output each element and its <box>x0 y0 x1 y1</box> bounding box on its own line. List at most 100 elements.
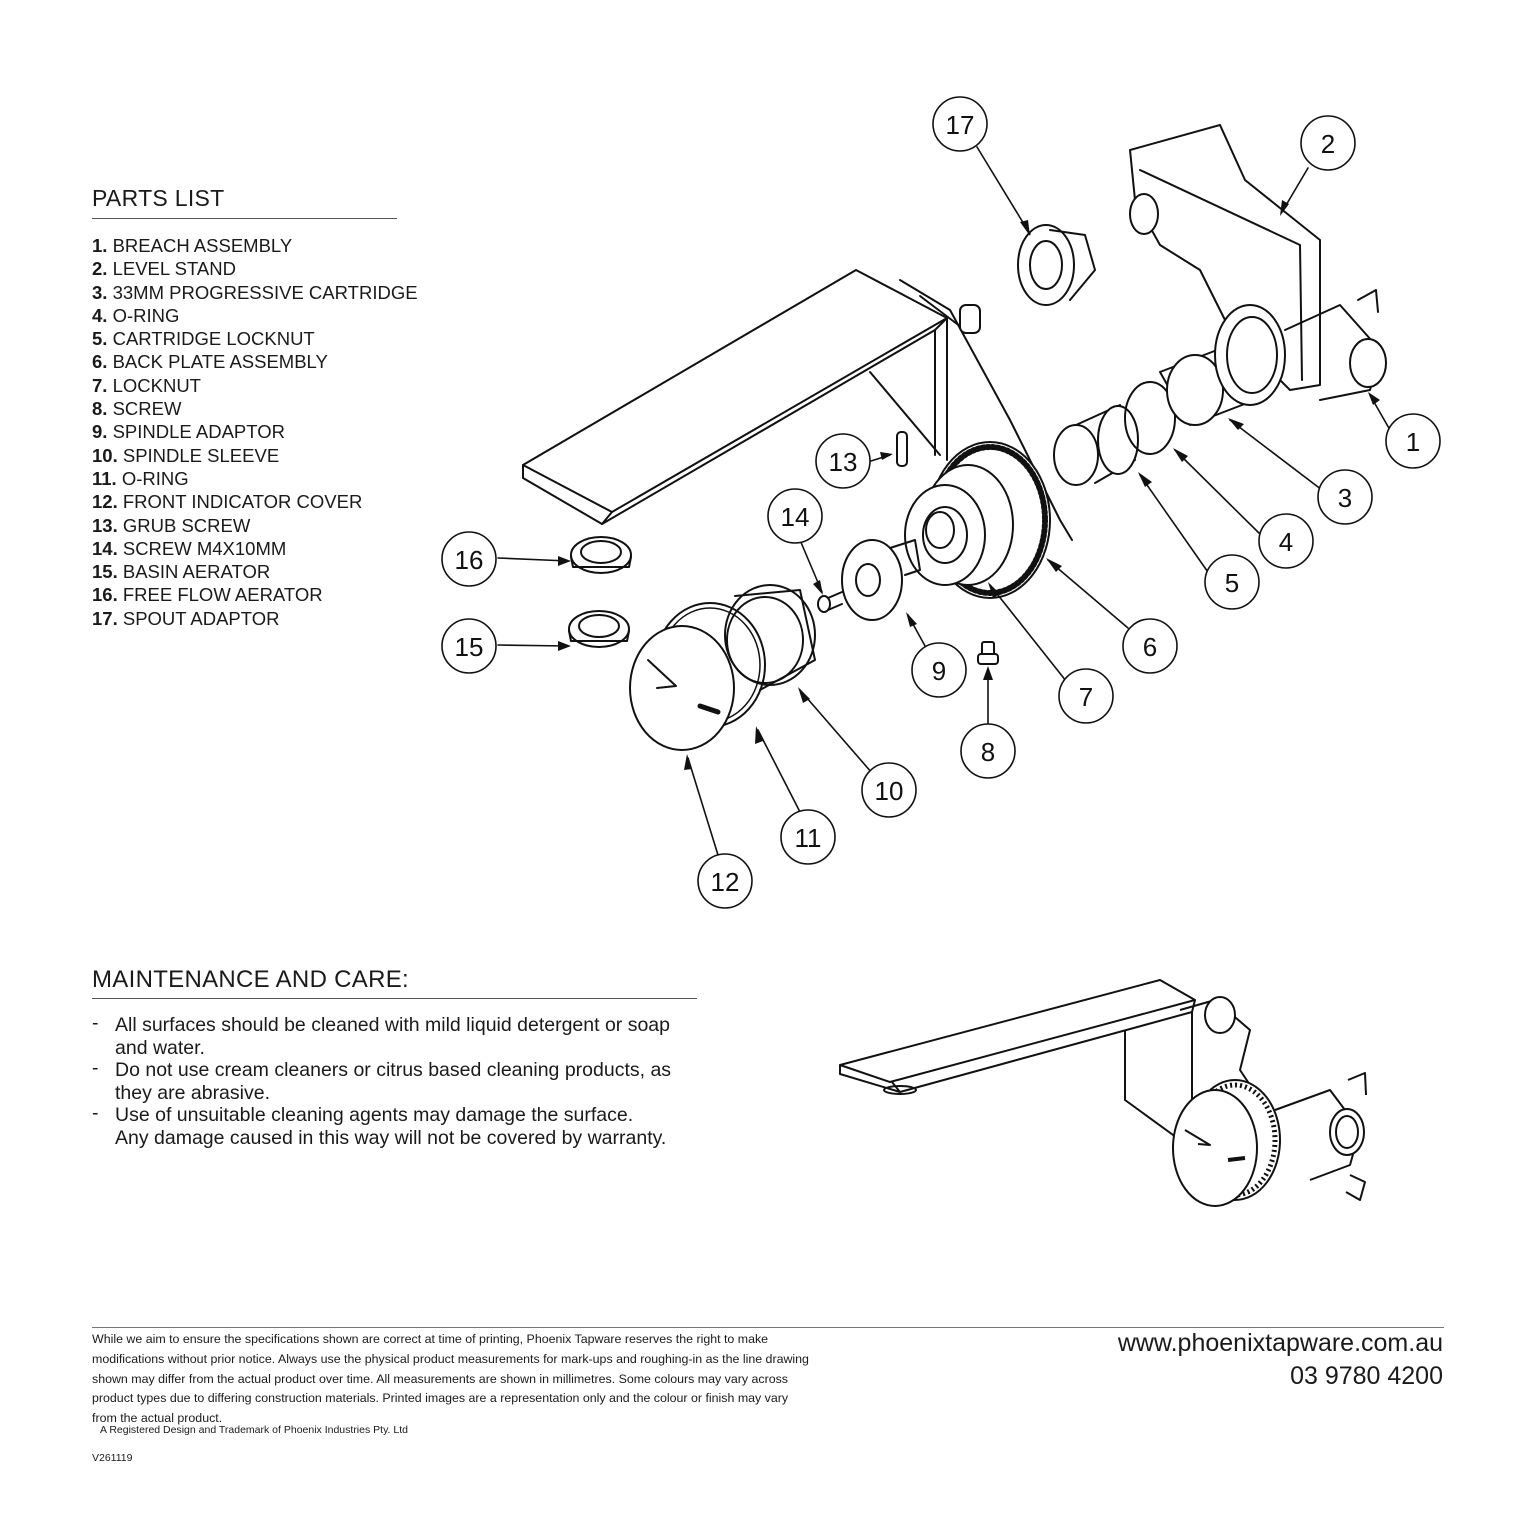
parts-list-item: 15. BASIN AERATOR <box>92 560 418 583</box>
phone-number: 03 9780 4200 <box>1290 1362 1443 1390</box>
parts-list-item-name: CARTRIDGE LOCKNUT <box>112 328 315 350</box>
parts-list-item: 5. CARTRIDGE LOCKNUT <box>92 327 418 350</box>
parts-list-item-name: FREE FLOW AERATOR <box>122 584 323 606</box>
parts-list-item-name: BASIN AERATOR <box>122 561 271 583</box>
parts-list-item: 8. SCREW <box>92 397 418 420</box>
parts-list-item-number: 10. <box>92 444 118 466</box>
callout-15: 15 <box>455 632 484 662</box>
parts-list-item-number: 8. <box>92 398 108 420</box>
parts-list-item: 4. O-RING <box>92 304 418 327</box>
parts-list-item-name: SPOUT ADAPTOR <box>122 607 280 629</box>
parts-list-item-name: BACK PLATE ASSEMBLY <box>112 351 328 373</box>
callout-circles <box>441 96 1441 909</box>
footer-rule <box>92 1327 1444 1328</box>
parts-list-item-name: O-RING <box>121 467 189 489</box>
locknut-drawing <box>904 484 986 586</box>
parts-list-item-name: SPINDLE ADAPTOR <box>112 421 285 443</box>
parts-list-item-number: 2. <box>92 258 108 280</box>
callout-14: 14 <box>781 502 810 532</box>
parts-list-item: 6. BACK PLATE ASSEMBLY <box>92 350 418 373</box>
callout-11: 11 <box>795 823 822 853</box>
website-link[interactable]: www.phoenixtapware.com.au <box>1117 1329 1443 1357</box>
breach-assembly-drawing <box>1214 289 1387 406</box>
parts-list-item-name: GRUB SCREW <box>122 514 251 536</box>
exploded-diagram: 1 2 3 4 5 6 7 8 9 10 11 12 13 14 15 16 1… <box>441 96 1441 909</box>
maintenance-item-line: All surfaces should be cleaned with mild… <box>115 1014 670 1036</box>
maintenance-item-line: Any damage caused in this way will not b… <box>115 1126 667 1149</box>
parts-list-item-number: 13. <box>92 514 118 536</box>
maintenance-rule <box>92 998 697 999</box>
maintenance-item: Do not use cream cleaners or citrus base… <box>92 1057 712 1104</box>
maintenance-item-line: Do not use cream cleaners or citrus base… <box>115 1059 672 1081</box>
maintenance-item: All surfaces should be cleaned with mild… <box>92 1012 712 1059</box>
footer-version: V261119 <box>92 1452 133 1464</box>
aerator-15-drawing <box>568 610 630 648</box>
o-ring-4-drawing <box>1124 381 1176 455</box>
parts-list-item-name: LOCKNUT <box>112 374 201 396</box>
maintenance-item-line: Use of unsuitable cleaning agents may da… <box>115 1104 634 1126</box>
maintenance-item-line: and water. <box>115 1036 205 1059</box>
grub-screw-drawing <box>896 431 908 467</box>
spout-drawing <box>522 269 1073 541</box>
callout-17: 17 <box>946 110 975 140</box>
maintenance-title: MAINTENANCE AND CARE: <box>92 966 410 993</box>
parts-list-item: 12. FRONT INDICATOR COVER <box>92 490 418 513</box>
callout-9: 9 <box>932 656 946 686</box>
callout-7: 7 <box>1079 682 1093 712</box>
parts-list-item: 2. LEVEL STAND <box>92 257 418 280</box>
parts-list-item: 7. LOCKNUT <box>92 374 418 397</box>
parts-list-item: 14. SCREW M4X10MM <box>92 537 418 560</box>
parts-list-title: PARTS LIST <box>92 185 225 211</box>
parts-list-item: 9. SPINDLE ADAPTOR <box>92 420 418 443</box>
screw-8-drawing <box>977 641 999 665</box>
parts-list-item-number: 17. <box>92 607 118 629</box>
leader-arrowheads <box>558 200 1380 770</box>
callout-2: 2 <box>1321 129 1335 159</box>
parts-list-item: 13. GRUB SCREW <box>92 514 418 537</box>
parts-list-item-number: 12. <box>92 491 118 513</box>
maintenance-item-line: they are abrasive. <box>115 1081 271 1104</box>
footer-disclaimer: While we aim to ensure the specification… <box>92 1332 809 1426</box>
parts-list-item-number: 4. <box>92 304 108 326</box>
maintenance-list: All surfaces should be cleaned with mild… <box>92 1012 712 1149</box>
screw-14-drawing <box>817 591 843 613</box>
parts-list-item-name: SCREW M4X10MM <box>122 537 287 559</box>
parts-list-item: 11. O-RING <box>92 467 418 490</box>
parts-list-item: 10. SPINDLE SLEEVE <box>92 444 418 467</box>
footer-trademark: A Registered Design and Trademark of Pho… <box>100 1424 408 1436</box>
parts-list-item-number: 9. <box>92 421 108 443</box>
parts-list-item-number: 15. <box>92 561 118 583</box>
parts-list-item-number: 16. <box>92 584 118 606</box>
assembled-tap-drawing <box>839 979 1367 1207</box>
callout-12: 12 <box>711 867 740 897</box>
aerator-16-drawing <box>570 536 632 574</box>
parts-list-item-number: 3. <box>92 281 108 303</box>
parts-list-item: 16. FREE FLOW AERATOR <box>92 583 418 606</box>
parts-list-item: 3. 33MM PROGRESSIVE CARTRIDGE <box>92 281 418 304</box>
callout-16: 16 <box>455 545 484 575</box>
parts-list-item-number: 14. <box>92 537 118 559</box>
parts-list-item-name: SPINDLE SLEEVE <box>122 444 280 466</box>
parts-list-item-number: 11. <box>92 467 117 489</box>
callout-4: 4 <box>1279 527 1293 557</box>
parts-list-item-name: SCREW <box>112 398 182 420</box>
callout-1: 1 <box>1406 427 1420 457</box>
parts-list-item-number: 6. <box>92 351 108 373</box>
spindle-adaptor-drawing <box>841 539 921 621</box>
front-cover-drawing <box>629 625 735 751</box>
callout-10: 10 <box>875 776 904 806</box>
parts-list-item-number: 5. <box>92 328 108 350</box>
maintenance-item: Use of unsuitable cleaning agents may da… <box>92 1102 712 1149</box>
callout-13: 13 <box>829 447 858 477</box>
parts-list-item-number: 7. <box>92 374 108 396</box>
spout-adaptor-drawing <box>1017 224 1096 306</box>
parts-list-item-name: BREACH ASSEMBLY <box>112 235 293 256</box>
parts-list-item-name: LEVEL STAND <box>112 258 236 280</box>
cartridge-locknut-drawing <box>1053 404 1139 486</box>
parts-list-item-name: FRONT INDICATOR COVER <box>122 491 363 513</box>
parts-list-item-name: O-RING <box>112 304 180 326</box>
parts-list-rule <box>92 218 397 219</box>
callout-8: 8 <box>981 737 995 767</box>
spindle-sleeve-drawing <box>724 584 816 691</box>
